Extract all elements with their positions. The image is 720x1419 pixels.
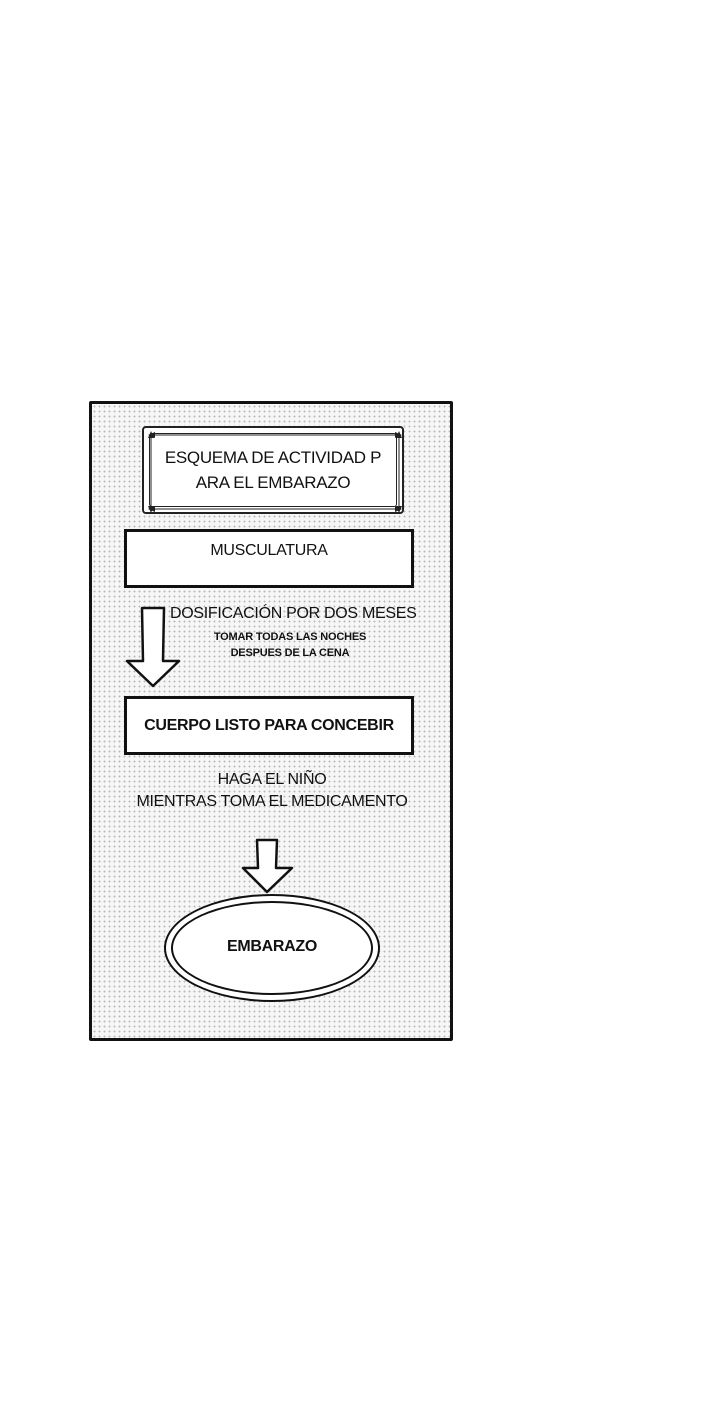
step-ready-label: CUERPO LISTO PARA CONCEBIR: [144, 716, 394, 734]
title-border-arrows-icon: [148, 431, 402, 513]
step-musculatura-box: MUSCULATURA: [124, 529, 414, 588]
result-ellipse: EMBARAZO: [164, 894, 380, 1002]
dosage-title: DOSIFICACIÓN POR DOS MESES: [170, 605, 417, 622]
result-ellipse-inner-border: [171, 901, 373, 995]
step-musculatura-label: MUSCULATURA: [210, 541, 328, 559]
diagram-panel: ESQUEMA DE ACTIVIDAD P ARA EL EMBARAZO M…: [89, 401, 453, 1041]
down-arrow-icon: [241, 838, 294, 894]
diagram-title: ESQUEMA DE ACTIVIDAD P ARA EL EMBARAZO: [164, 448, 382, 492]
down-arrow-icon: [125, 606, 181, 688]
title-box-inner-border: [149, 433, 397, 507]
step-ready-box: CUERPO LISTO PARA CONCEBIR: [124, 696, 414, 755]
title-box: ESQUEMA DE ACTIVIDAD P ARA EL EMBARAZO: [142, 426, 404, 514]
result-label: EMBARAZO: [226, 938, 318, 955]
dosage-detail: TOMAR TODAS LAS NOCHES DESPUES DE LA CEN…: [213, 631, 367, 659]
instruction-text: HAGA EL NIÑO MIENTRAS TOMA EL MEDICAMENT…: [136, 771, 408, 810]
